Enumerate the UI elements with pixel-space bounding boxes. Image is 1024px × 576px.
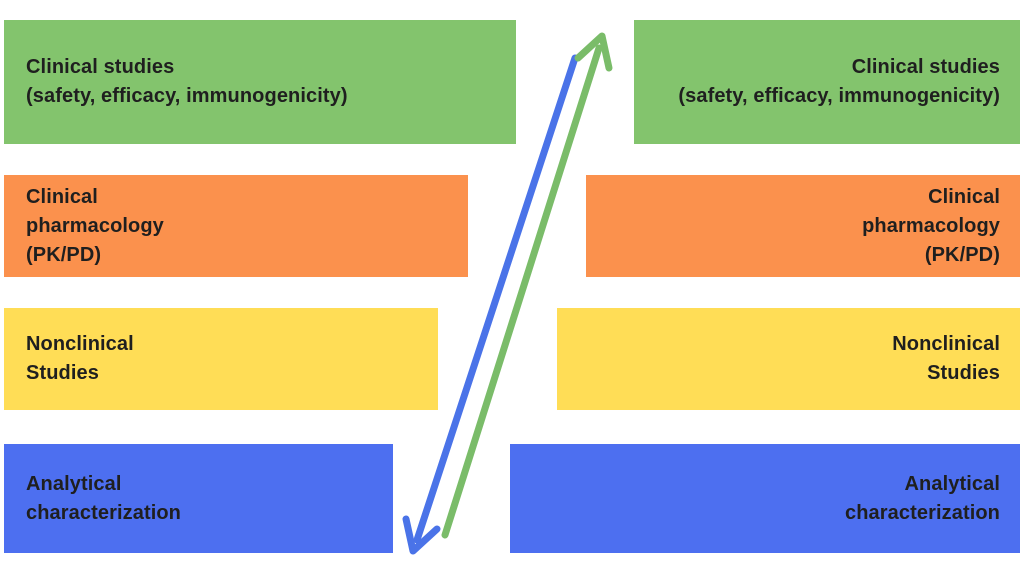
block-label-line: Nonclinical [26,333,134,355]
block-label-line: Clinical studies [26,56,175,78]
block-label-line: Clinical [26,185,98,208]
block-label-line: Analytical [26,472,122,495]
right-block-nonclinical-studies: Nonclinical Studies [557,308,1020,410]
right-block-clinical-pharmacology: Clinical pharmacology (PK/PD) [586,175,1020,277]
block-label-line: Studies [26,362,99,384]
block-label-line: Analytical [904,472,1000,495]
block-label-line: Studies [927,362,1000,384]
block-label-line: (safety, efficacy, immunogenicity) [26,85,348,107]
block-label-line: Clinical studies [851,56,1000,78]
block-label-line: pharmacology [862,214,1000,237]
left-block-clinical-pharmacology: Clinical pharmacology (PK/PD) [4,175,468,277]
blue-down-arrow-head-icon [402,515,441,555]
block-label-line: Clinical [928,185,1000,208]
block-label-line: characterization [26,501,181,524]
left-block-analytical-characterization: Analytical characterization [4,444,393,553]
left-block-clinical-studies: Clinical studies (safety, efficacy, immu… [4,20,516,144]
block-label-line: (safety, efficacy, immunogenicity) [678,85,1000,107]
block-label-line: pharmacology [26,214,164,237]
block-label-line: Nonclinical [892,333,1000,355]
block-label-line: (PK/PD) [26,243,102,266]
block-label-line: characterization [845,501,1000,524]
left-block-nonclinical-studies: Nonclinical Studies [4,308,438,410]
green-up-arrow-head-icon [574,32,613,72]
block-label-line: (PK/PD) [924,243,1000,266]
right-block-clinical-studies: Clinical studies (safety, efficacy, immu… [634,20,1020,144]
right-block-analytical-characterization: Analytical characterization [510,444,1020,553]
